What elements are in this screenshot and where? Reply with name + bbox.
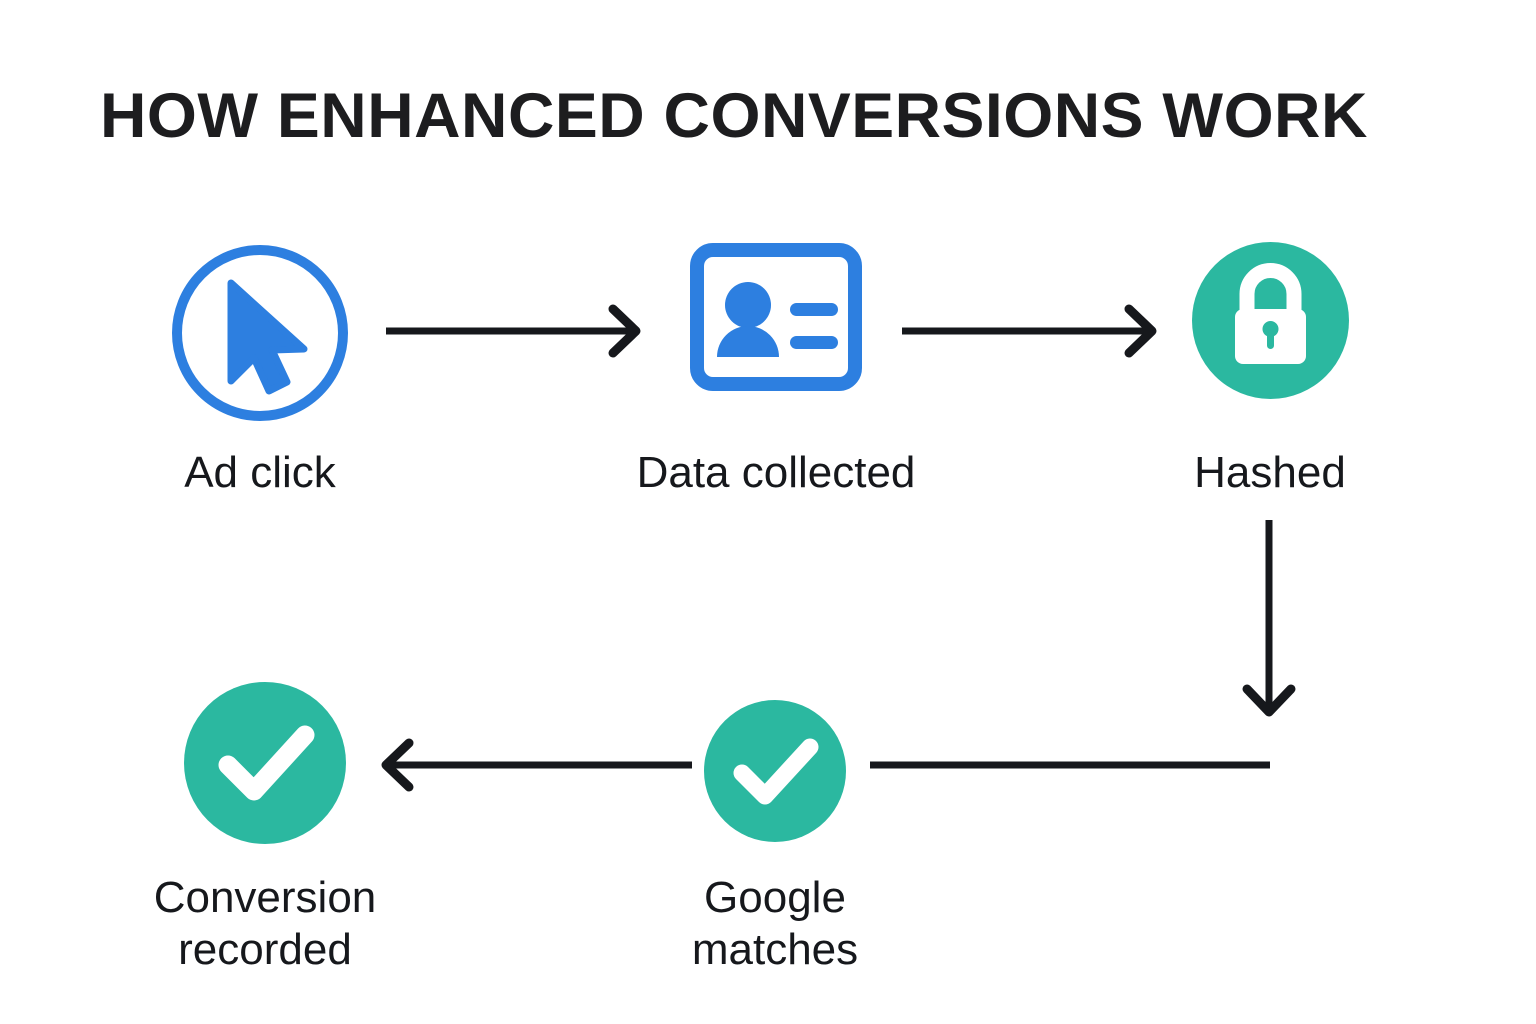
- node-label-hashed: Hashed: [1194, 448, 1346, 497]
- cursor-click-icon: [168, 241, 352, 425]
- page-title: HOW ENHANCED CONVERSIONS WORK: [100, 81, 1368, 151]
- lock-icon: [1192, 242, 1349, 399]
- arrow-data-collected-to-hashed: [902, 304, 1160, 358]
- arrow-hashed-to-row-two: [1238, 520, 1300, 720]
- node-label-google-matches: Google matches: [691, 873, 859, 974]
- check-circle-icon-google-matches: [704, 700, 846, 842]
- line-row-two-bend-to-google-matches: [870, 755, 1274, 775]
- node-label-ad-click: Ad click: [184, 448, 336, 497]
- contact-card-icon: [690, 243, 862, 391]
- node-label-conversion-recorded: Conversion recorded: [153, 873, 377, 974]
- node-label-data-collected: Data collected: [636, 448, 916, 497]
- check-circle-icon-conversion-recorded: [184, 682, 346, 844]
- arrow-ad-click-to-data-collected: [386, 304, 644, 358]
- arrow-google-matches-to-conversion-recorded: [380, 738, 692, 792]
